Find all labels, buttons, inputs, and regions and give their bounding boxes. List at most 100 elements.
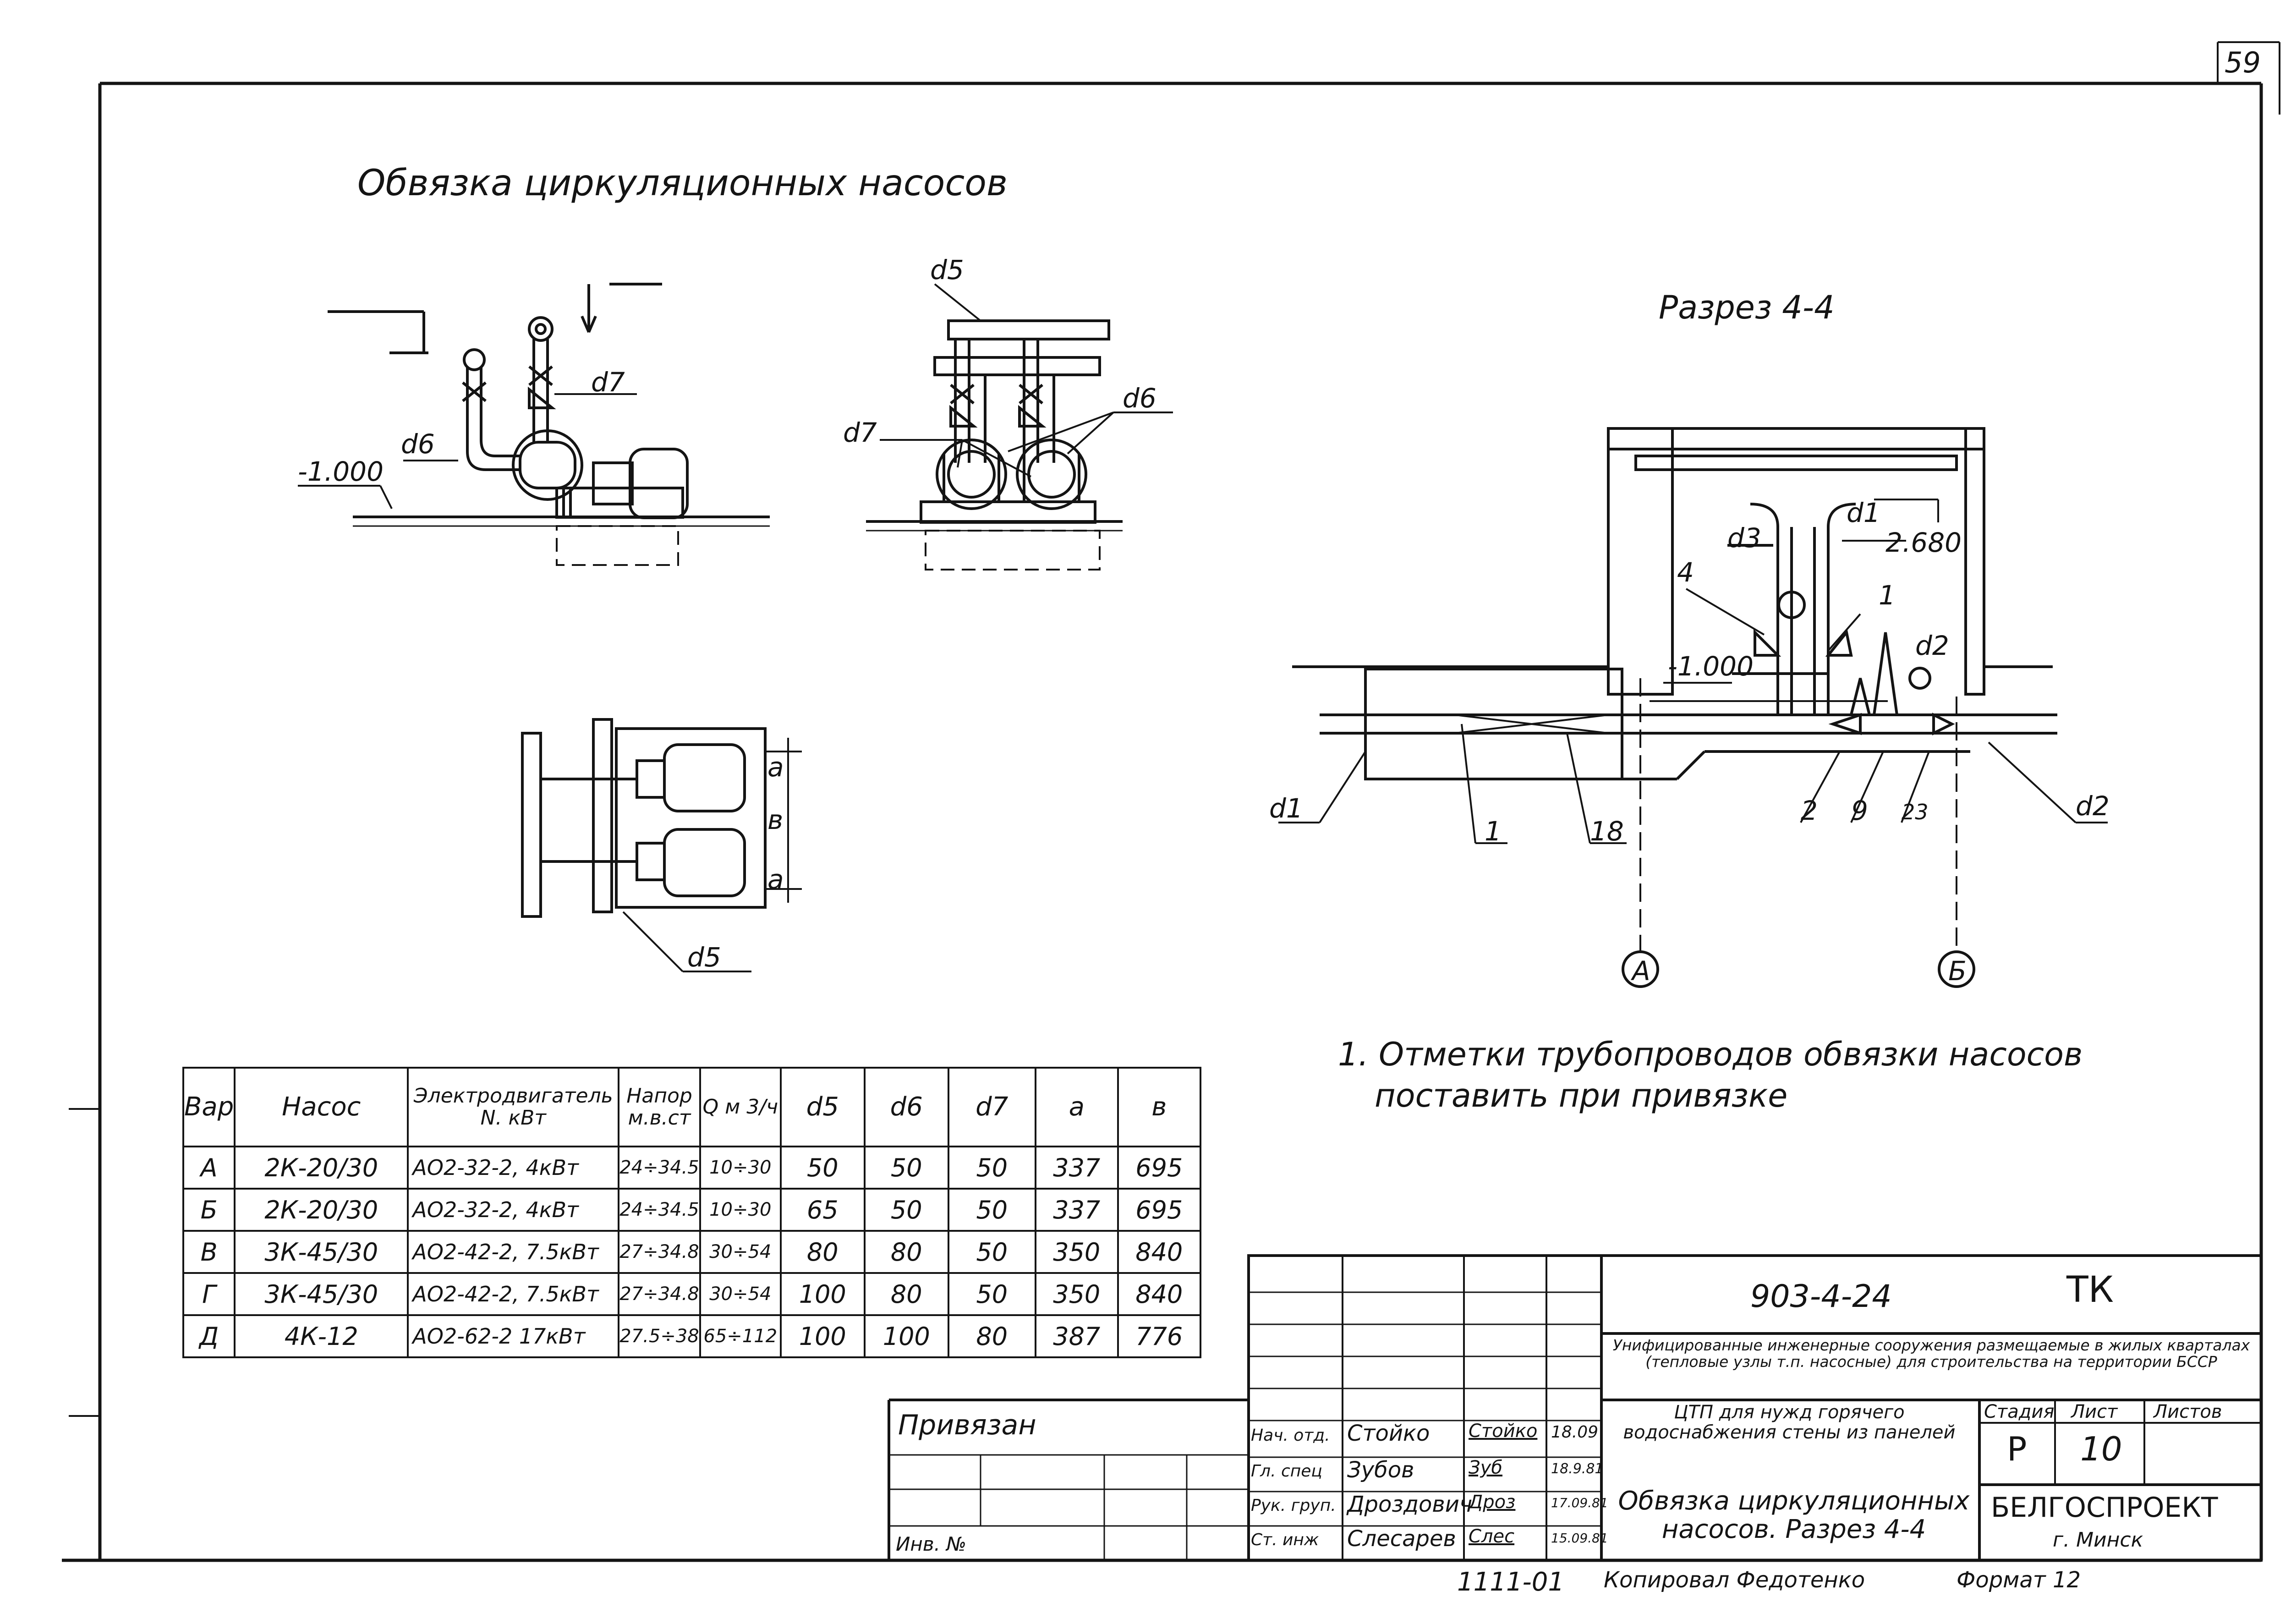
spec-cell-var: В xyxy=(182,1230,236,1274)
spec-cell-d5: 100 xyxy=(779,1314,866,1358)
table-row: А 2К-20/30 АО2-32-2, 4кВт 24÷34.5 10÷30 … xyxy=(182,1146,1201,1190)
spec-cell-head: 27÷34.8 xyxy=(618,1272,701,1316)
spec-cell-a: 337 xyxy=(1034,1146,1119,1190)
spec-cell-flow: 30÷54 xyxy=(699,1230,782,1274)
spec-cell-b: 840 xyxy=(1117,1230,1201,1274)
axis-label-b: Б xyxy=(1948,955,1967,987)
label-mark-1000-section: -1.000 xyxy=(1668,651,1754,682)
label-pos-1-top: 1 xyxy=(1879,580,1896,611)
spec-cell-d5: 65 xyxy=(779,1188,866,1232)
label-dim-a-bottom: а xyxy=(767,864,784,895)
signer-role: Гл. спец xyxy=(1251,1462,1322,1481)
spec-cell-b: 840 xyxy=(1117,1272,1201,1316)
label-pos-9: 9 xyxy=(1851,795,1868,826)
axis-label-a: А xyxy=(1632,955,1650,987)
spec-cell-d6: 50 xyxy=(863,1146,949,1190)
signer-signature: Дроз xyxy=(1469,1492,1516,1513)
spec-cell-head: 27.5÷38 xyxy=(618,1314,701,1358)
label-d3: d3 xyxy=(1727,522,1761,554)
signer-signature: Стойко xyxy=(1469,1421,1538,1442)
spec-cell-pump: 3К-45/30 xyxy=(234,1230,409,1274)
signer-date: 18.09 xyxy=(1551,1423,1599,1442)
spec-header-d5: d5 xyxy=(779,1067,866,1147)
sheet-label: Лист xyxy=(2071,1401,2118,1422)
spec-cell-a: 387 xyxy=(1034,1314,1119,1358)
signer-name: Зубов xyxy=(1347,1457,1414,1483)
pump-side-view xyxy=(298,283,770,566)
signer-role: Рук. груп. xyxy=(1251,1496,1336,1515)
signer-name: Дроздович xyxy=(1347,1492,1473,1517)
label-d5-plan: d5 xyxy=(687,942,721,973)
spec-cell-a: 350 xyxy=(1034,1272,1119,1316)
pump-spec-table: Вар Насос Электродвигатель N. кВт Напор … xyxy=(182,1067,1201,1358)
signer-signature: Зуб xyxy=(1469,1457,1502,1478)
spec-cell-head: 24÷34.5 xyxy=(618,1188,701,1232)
spec-header-d7: d7 xyxy=(947,1067,1036,1147)
spec-cell-flow: 10÷30 xyxy=(699,1146,782,1190)
signer-role: Ст. инж xyxy=(1251,1531,1319,1549)
table-row: Д 4К-12 АО2-62-2 17кВт 27.5÷38 65÷112 10… xyxy=(182,1314,1201,1358)
label-d1-bottom: d1 xyxy=(1269,793,1303,824)
signer-role: Нач. отд. xyxy=(1251,1426,1330,1445)
label-dim-a-top: а xyxy=(767,752,784,783)
label-pos-18: 18 xyxy=(1590,816,1624,847)
signer-date: 17.09.81 xyxy=(1551,1495,1608,1510)
spec-header-row: Вар Насос Электродвигатель N. кВт Напор … xyxy=(182,1067,1201,1147)
doc-code: 903-4-24 xyxy=(1750,1278,1892,1315)
table-row: Б 2К-20/30 АО2-32-2, 4кВт 24÷34.5 10÷30 … xyxy=(182,1188,1201,1232)
page-number: 59 xyxy=(2225,46,2261,79)
label-pos-1-bottom: 1 xyxy=(1485,816,1502,847)
sheets-label: Листов xyxy=(2154,1401,2222,1422)
footer-code: 1111-01 xyxy=(1457,1567,1564,1597)
table-row: В 3К-45/30 АО2-42-2, 7.5кВт 27÷34.8 30÷5… xyxy=(182,1230,1201,1274)
label-mark-2680: 2.680 xyxy=(1885,527,1962,558)
note-line-2: поставить при привязке xyxy=(1375,1077,1788,1114)
spec-cell-b: 695 xyxy=(1117,1188,1201,1232)
spec-cell-a: 337 xyxy=(1034,1188,1119,1232)
spec-cell-motor: АО2-32-2, 4кВт xyxy=(407,1146,620,1190)
spec-cell-d7: 50 xyxy=(947,1188,1036,1232)
section-code: ТК xyxy=(2066,1269,2114,1311)
spec-cell-motor: АО2-42-2, 7.5кВт xyxy=(407,1272,620,1316)
spec-cell-motor: АО2-32-2, 4кВт xyxy=(407,1188,620,1232)
stage-label: Стадия xyxy=(1984,1401,2055,1422)
signer-signature: Слес xyxy=(1469,1526,1515,1547)
spec-cell-d5: 100 xyxy=(779,1272,866,1316)
spec-cell-var: Г xyxy=(182,1272,236,1316)
sheet-value: 10 xyxy=(2080,1430,2122,1468)
label-d2-bottom: d2 xyxy=(2076,790,2110,822)
sheet-format: Формат 12 xyxy=(1957,1567,2081,1593)
binding-label: Привязан xyxy=(898,1409,1036,1441)
spec-cell-b: 695 xyxy=(1117,1146,1201,1190)
spec-cell-head: 27÷34.8 xyxy=(618,1230,701,1274)
table-row: Г 3К-45/30 АО2-42-2, 7.5кВт 27÷34.8 30÷5… xyxy=(182,1272,1201,1316)
pump-front-view xyxy=(866,283,1173,571)
spec-cell-d7: 80 xyxy=(947,1314,1036,1358)
spec-cell-pump: 3К-45/30 xyxy=(234,1272,409,1316)
spec-cell-d6: 80 xyxy=(863,1230,949,1274)
signer-date: 18.9.81 xyxy=(1551,1461,1604,1477)
label-d7-side: d7 xyxy=(591,367,625,398)
section-4-4 xyxy=(1278,427,2108,988)
sheet-description: ЦТП для нужд горячего водоснабжения стен… xyxy=(1623,1402,1956,1443)
inventory-label: Инв. № xyxy=(896,1533,967,1555)
label-d2-top: d2 xyxy=(1915,630,1949,661)
spec-cell-d6: 80 xyxy=(863,1272,949,1316)
drawing-name: Обвязка циркуляционных насосов. Разрез 4… xyxy=(1618,1486,1970,1544)
spec-cell-d5: 50 xyxy=(779,1146,866,1190)
copied-by: Копировал Федотенко xyxy=(1604,1567,1865,1593)
spec-cell-var: А xyxy=(182,1146,236,1190)
section-title: Разрез 4-4 xyxy=(1659,289,1835,326)
label-pos-23: 23 xyxy=(1902,800,1929,824)
spec-header-var: Вар xyxy=(182,1067,236,1147)
main-title: Обвязка циркуляционных насосов xyxy=(357,163,1008,204)
spec-cell-flow: 10÷30 xyxy=(699,1188,782,1232)
spec-cell-var: Д xyxy=(182,1314,236,1358)
label-pos-2: 2 xyxy=(1801,795,1818,826)
stage-value: Р xyxy=(2007,1430,2027,1468)
spec-cell-d5: 80 xyxy=(779,1230,866,1274)
spec-cell-flow: 65÷112 xyxy=(699,1314,782,1358)
spec-header-b: в xyxy=(1117,1067,1201,1147)
spec-cell-d7: 50 xyxy=(947,1146,1036,1190)
